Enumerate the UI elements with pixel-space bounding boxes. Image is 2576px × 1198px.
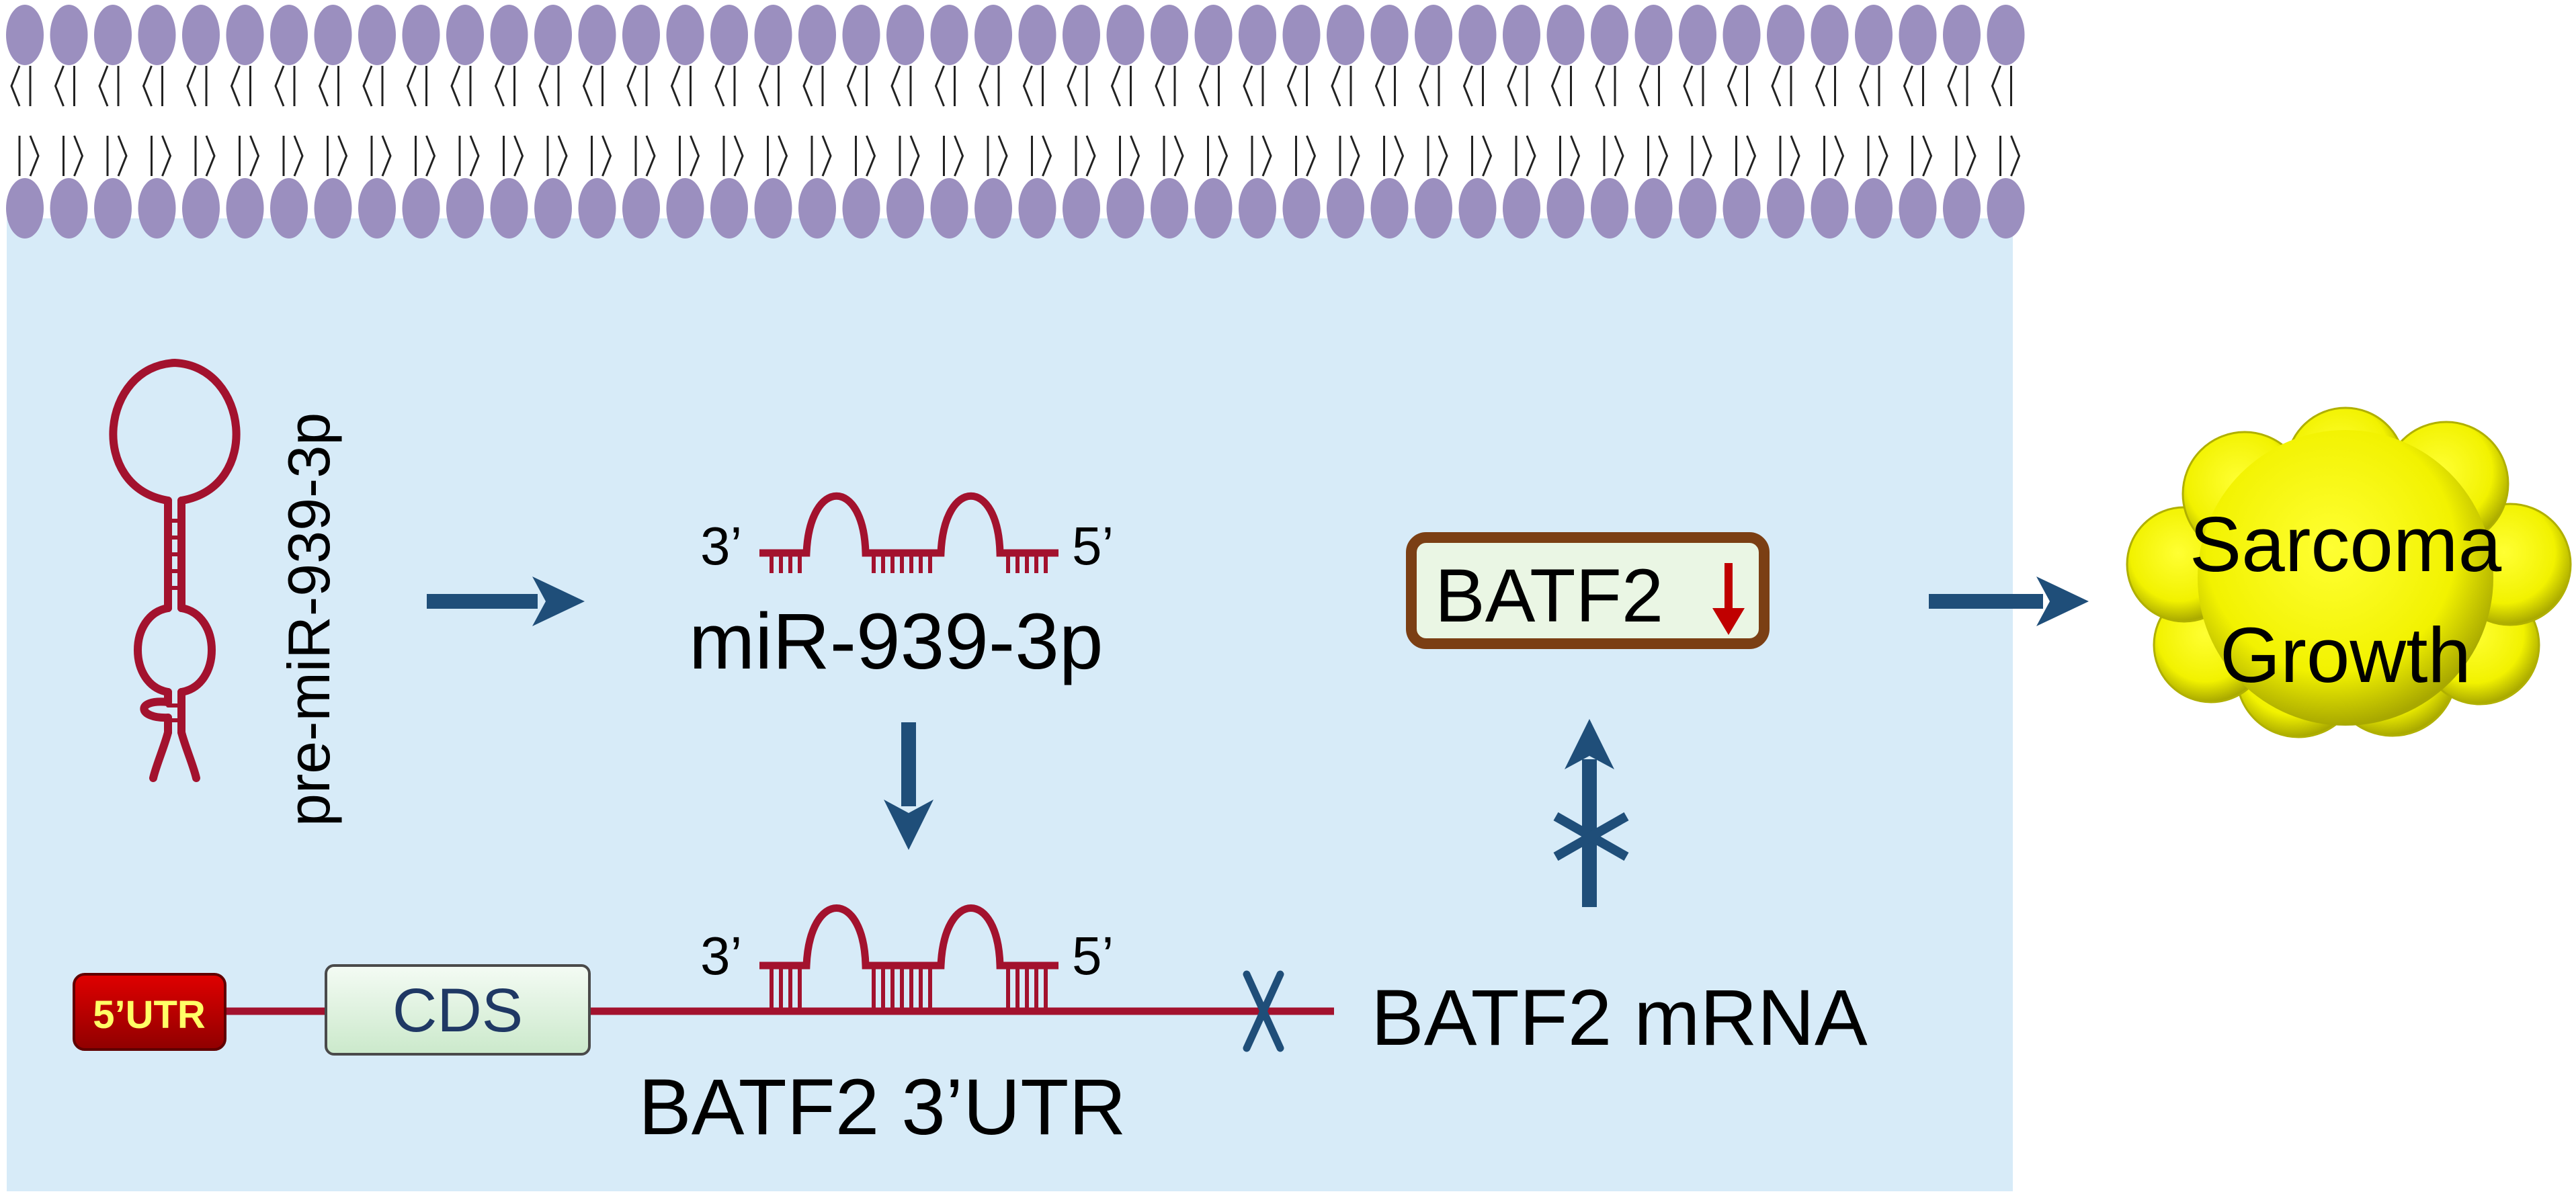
arrow-mirna-to-utr (884, 722, 933, 850)
utr5-label: 5’UTR (93, 993, 206, 1037)
utr-five-prime-label: 5’ (1072, 926, 1114, 986)
arrow-to-outcome (1929, 576, 2089, 626)
bound-mirna-icon (759, 904, 1058, 1011)
down-arrow-icon (1712, 563, 1745, 635)
phospholipid-bilayer-icon (6, 5, 2025, 239)
cds-label: CDS (392, 976, 523, 1045)
batf2-mrna-label: BATF2 mRNA (1371, 974, 1868, 1062)
mirna-label: miR-939-3p (689, 597, 1103, 686)
rna-hairpin-icon (109, 359, 241, 782)
cross-mark-icon (1243, 970, 1284, 1052)
pre-mirna-label: pre-miR-939-3p (276, 413, 342, 826)
mirna-three-prime-label: 3’ (700, 516, 742, 576)
batf2-3utr-label: BATF2 3’UTR (638, 1063, 1126, 1152)
utr-three-prime-label: 3’ (700, 926, 742, 986)
arrow-to-mirna (427, 576, 585, 626)
blocked-translation-arrow (1553, 719, 1629, 907)
batf2-protein-box: BATF2 (1406, 532, 1770, 649)
outcome-label-line1: Sarcoma (2190, 501, 2502, 588)
mirna-five-prime-label: 5’ (1072, 516, 1114, 576)
batf2-protein-label: BATF2 (1435, 554, 1663, 638)
mature-mirna-icon (759, 492, 1058, 573)
outcome-label-line2: Growth (2220, 611, 2471, 699)
utr5-box: 5’UTR (73, 973, 226, 1051)
tumor-cluster-icon (2126, 407, 2572, 738)
cds-box: CDS (325, 964, 591, 1056)
